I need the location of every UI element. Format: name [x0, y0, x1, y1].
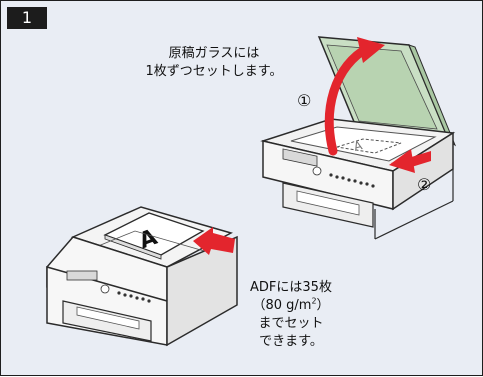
- adf-caption: ADFには35枚 （80 g/m2） までセット できます。: [231, 279, 351, 351]
- callout-step-1: ①: [297, 91, 312, 110]
- adf-arrow-icon: [193, 227, 235, 255]
- adf-caption-line1: ADFには35枚: [250, 280, 332, 295]
- flatbed-caption-line1: 原稿ガラスには: [168, 46, 260, 61]
- adf-caption-line2-suffix: ）: [316, 298, 330, 313]
- adf-caption-line4: できます。: [259, 334, 323, 349]
- flatbed-caption: 原稿ガラスには 1枚ずつセットします。: [129, 45, 299, 81]
- flatbed-caption-line2: 1枚ずつセットします。: [145, 64, 283, 79]
- insert-arrow-icon: [389, 149, 431, 173]
- adf-caption-line3: までセット: [258, 316, 324, 331]
- adf-printer-illustration: A: [46, 206, 238, 347]
- adf-caption-line2-sup: 2: [311, 296, 317, 306]
- adf-caption-line2: （80 g/m2）: [231, 297, 351, 315]
- adf-caption-line2-prefix: （80 g/m: [252, 298, 312, 313]
- curved-arrow-icon: [324, 42, 374, 156]
- step-number-badge: 1: [7, 7, 47, 29]
- callout-step-2: ②: [417, 175, 432, 194]
